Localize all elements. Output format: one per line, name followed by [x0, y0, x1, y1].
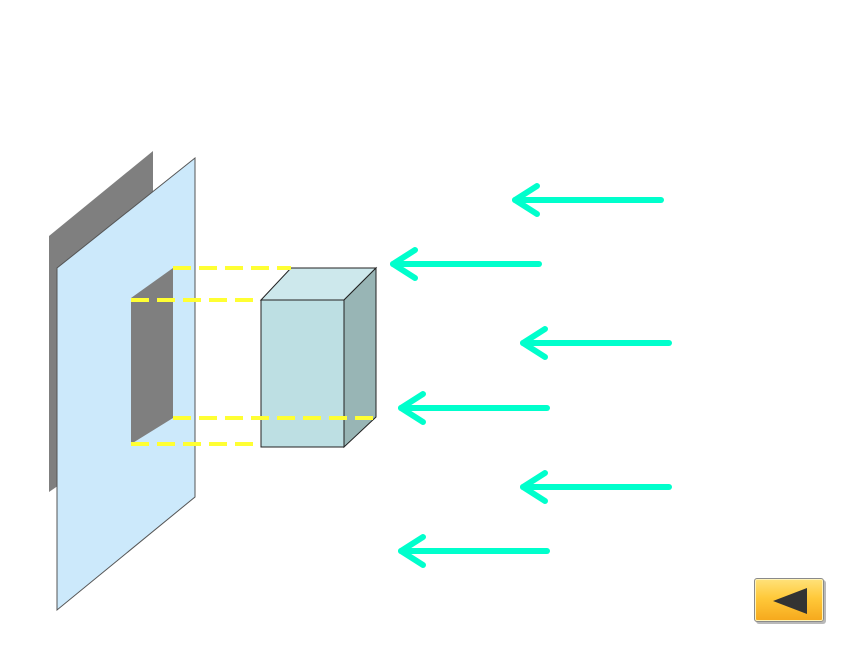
light-ray-arrow [398, 534, 550, 568]
light-ray-arrow [512, 183, 664, 217]
back-button[interactable] [754, 578, 824, 622]
triangle-left-icon [773, 588, 807, 614]
light-ray-arrow [520, 470, 672, 504]
light-ray-arrow [398, 391, 550, 425]
light-ray-arrow [520, 326, 672, 360]
light-rays [390, 183, 672, 568]
light-ray-arrow [390, 247, 542, 281]
block-side-face [343, 266, 377, 449]
projected-shadow [131, 268, 173, 444]
block-front-face [260, 299, 345, 448]
rectangular-block [259, 266, 378, 449]
projection-lines [131, 266, 378, 446]
projection-screen [56, 156, 196, 612]
